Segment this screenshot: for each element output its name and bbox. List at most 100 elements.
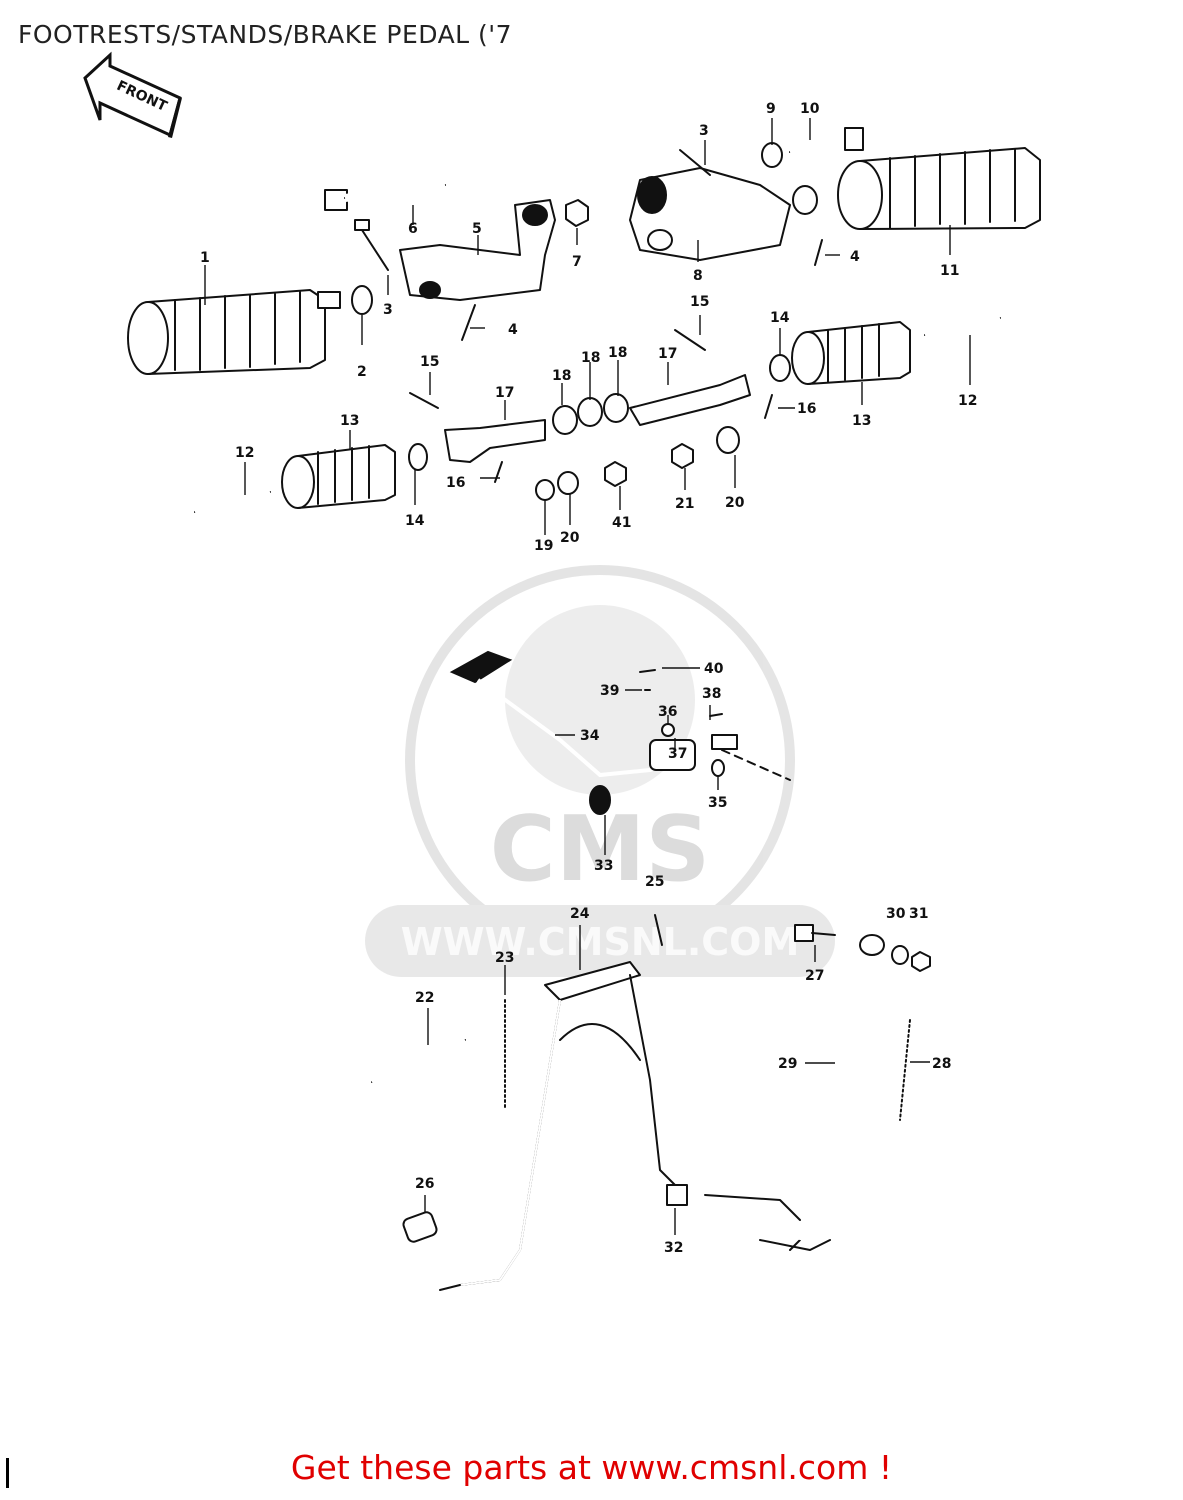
callout-21: 21 [675,496,694,512]
washer-2 [351,285,373,315]
callout-36: 36 [658,704,677,720]
callout-22: 22 [415,990,434,1006]
callout-18b: 18 [581,350,600,366]
shaft-22 [369,1033,468,1089]
buy-parts-link[interactable]: Get these parts at www.cmsnl.com ! [290,1448,893,1487]
corner-mark [6,1458,9,1488]
callout-41: 41 [612,515,631,531]
center-stand [439,961,676,1291]
washer-14a [408,443,428,471]
brake-pedal [449,650,696,778]
footrest-bracket-right [629,167,791,261]
nut-31 [911,951,931,972]
callout-18c: 18 [608,345,627,361]
washer-11b [792,185,818,215]
pin-3b [679,149,711,176]
callout-7: 7 [572,254,582,270]
bracket-17-left [444,419,546,463]
callout-12a: 12 [235,445,254,461]
pin-12-right [923,312,1002,341]
nut-21 [671,443,694,469]
cotter-pin-16b [764,394,773,419]
watermark-url: WWW.CMSNL.COM [401,920,800,964]
callout-15b: 15 [690,294,709,310]
callout-4a: 4 [508,322,518,338]
footrest-rubber-right [837,147,1041,230]
cms-watermark: CMS WWW.CMSNL.COM [365,565,835,977]
pin-3 [354,219,389,271]
callout-8: 8 [693,268,703,284]
bolt-27 [794,924,836,942]
callout-13a: 13 [340,413,359,429]
stopper-32 [666,1184,688,1206]
callout-37: 37 [668,746,687,762]
callout-19: 19 [534,538,553,554]
bushing-18a [552,405,578,435]
bracket-17-right [629,374,751,426]
callout-5: 5 [472,221,482,237]
parts-diagram: CMS WWW.CMSNL.COM FRONT [83,51,1041,1291]
cotter-pin-4b [814,239,823,266]
callout-33: 33 [594,858,613,874]
callout-10: 10 [800,101,820,117]
callout-38: 38 [702,686,721,702]
callout-25: 25 [645,874,664,890]
washer-14b [769,354,791,382]
callout-4b: 4 [850,249,860,265]
front-arrow-icon: FRONT [83,51,182,138]
callout-32: 32 [664,1240,683,1256]
callout-39: 39 [600,683,619,699]
pin-12-left [193,486,272,518]
callout-40: 40 [704,661,724,677]
washer-20a [557,471,579,495]
cotter-pin-4a [461,304,476,341]
bolt-6 [324,181,446,211]
callout-3a: 3 [383,302,393,318]
callout-34: 34 [580,728,600,744]
washer-9 [761,142,783,168]
spring-33 [589,785,611,815]
nut-41 [604,461,627,487]
callout-30: 30 [886,906,906,922]
callout-23: 23 [495,950,514,966]
callout-6: 6 [408,221,418,237]
callout-11: 11 [940,263,959,279]
spring-28 [899,1019,911,1121]
footrest-rubber-left [127,289,341,375]
nut-7 [565,199,589,227]
callout-20a: 20 [560,530,580,546]
callout-26: 26 [415,1176,434,1192]
callout-17b: 17 [658,346,677,362]
callout-16b: 16 [797,401,816,417]
footrest-rubber-13-right [791,321,911,385]
washer-20b [716,426,740,454]
callout-9: 9 [766,101,776,117]
page-title: FOOTRESTS/STANDS/BRAKE PEDAL ('7 [18,20,513,49]
callout-24: 24 [570,906,590,922]
callout-20b: 20 [725,495,745,511]
footrest-rubber-13-left [281,444,396,509]
washer-19 [535,479,555,501]
pin-15b [674,329,706,351]
callout-2: 2 [357,364,367,380]
leader-lines [204,118,971,1235]
bushing-18c [603,393,629,423]
callout-28: 28 [932,1056,951,1072]
callout-13b: 13 [852,413,871,429]
callout-17a: 17 [495,385,514,401]
pin-15a [409,392,439,409]
callout-12b: 12 [958,393,977,409]
washer-30 [891,945,909,965]
callout-15a: 15 [420,354,439,370]
collar-26 [402,1211,438,1243]
callout-3b: 3 [699,123,709,139]
brake-rod-parts [639,669,791,781]
callout-labels: 1 2 3 3 4 4 5 6 7 8 9 10 11 12 12 13 13 … [200,101,977,1256]
callout-14a: 14 [405,513,425,529]
bolt-10 [789,127,864,156]
callout-29: 29 [778,1056,797,1072]
callout-35: 35 [708,795,727,811]
pin-25 [654,914,663,946]
callout-1: 1 [200,250,210,266]
cotter-pin-16a [494,461,503,483]
